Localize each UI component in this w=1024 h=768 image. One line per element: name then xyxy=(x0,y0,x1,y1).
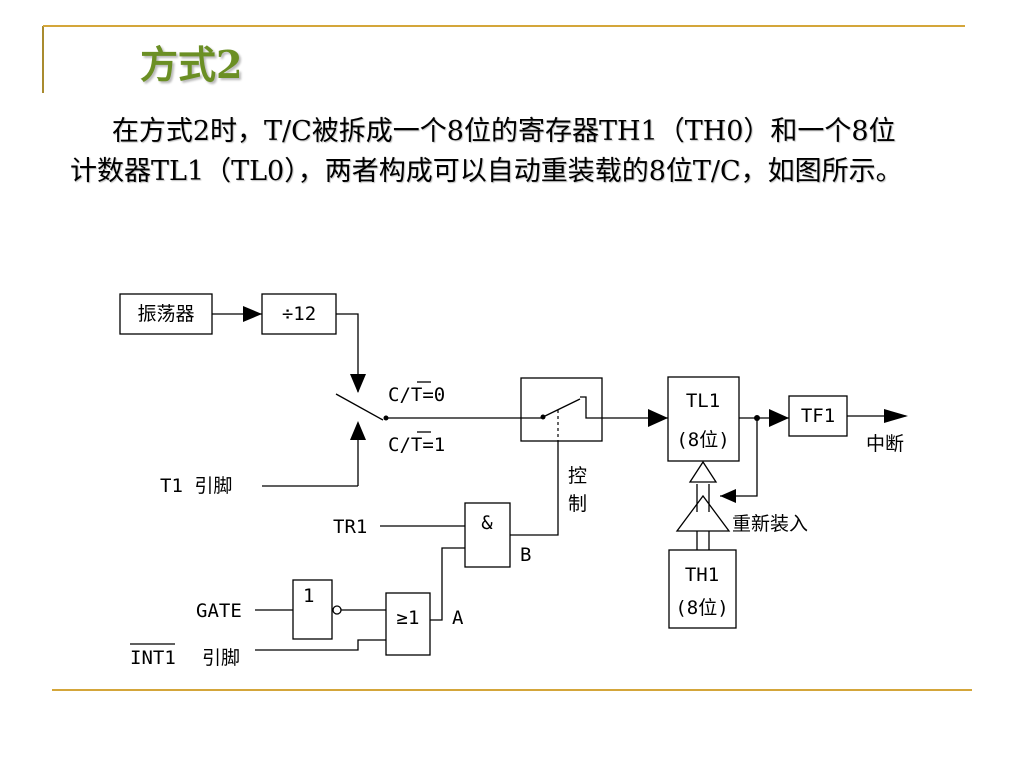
reload-buffer xyxy=(675,494,731,532)
or-gate xyxy=(385,592,431,656)
divider-box xyxy=(261,293,337,335)
t1-up-arrow-icon xyxy=(350,421,366,440)
control-switch-box xyxy=(520,377,603,442)
oscillator-label: 振荡器 xyxy=(137,303,194,325)
tl1-to-tf1-arrow-icon xyxy=(769,409,789,427)
interrupt-arrow-icon xyxy=(884,409,908,423)
not-gate-label: 1 xyxy=(303,585,314,607)
oscillator-arrow-icon xyxy=(243,306,262,322)
slide-title: 方式2 xyxy=(140,42,243,87)
label-a: A xyxy=(452,607,464,629)
tl1-width: (8位) xyxy=(676,429,729,451)
tr1-label: TR1 xyxy=(333,516,367,538)
control-label-1: 控 xyxy=(568,465,587,487)
selector-switch-blade xyxy=(335,393,384,421)
and-to-control-wire xyxy=(510,441,559,536)
th1-register-box xyxy=(668,549,737,629)
control-switch-blade xyxy=(542,398,581,418)
int1-wire xyxy=(255,639,386,651)
slide-paragraph: 在方式2时，T/C被拆成一个8位的寄存器TH1（TH0）和一个8位计数器TL1（… xyxy=(70,116,903,187)
and-gate xyxy=(464,502,511,568)
or-gate-label: ≥1 xyxy=(397,607,420,629)
tf1-label: TF1 xyxy=(801,405,835,427)
tl1-register-box xyxy=(667,376,740,462)
control-out-contact xyxy=(580,396,602,419)
t1-pin-label: T1 引脚 xyxy=(160,475,232,497)
oscillator-box xyxy=(119,293,213,335)
gate-label: GATE xyxy=(196,600,242,622)
tl1-name: TL1 xyxy=(686,390,720,412)
th1-width: (8位) xyxy=(675,597,728,619)
label-b: B xyxy=(520,544,531,566)
ct0-label: C/T=0 xyxy=(388,384,445,406)
th1-name: TH1 xyxy=(685,564,719,586)
ct1-label: C/T=1 xyxy=(388,434,445,456)
interrupt-label: 中断 xyxy=(866,433,904,455)
int1-name: INT1 xyxy=(130,647,176,669)
or-to-and-wire xyxy=(430,547,465,621)
divider-to-switch-wire xyxy=(336,313,359,392)
divider-label: ÷12 xyxy=(282,303,316,325)
reload-label: 重新装入 xyxy=(732,513,808,535)
divider-down-arrow-icon xyxy=(350,374,366,393)
int1-pin-label: 引脚 xyxy=(202,647,240,669)
not-gate xyxy=(292,579,333,640)
reload-up-arrow-icon xyxy=(688,460,718,483)
not-gate-bubble xyxy=(332,605,342,615)
and-gate-label: & xyxy=(481,512,493,534)
reload-trigger-arrow-icon xyxy=(720,489,736,503)
control-label-2: 制 xyxy=(568,493,587,515)
control-to-tl1-arrow-icon xyxy=(648,409,668,427)
